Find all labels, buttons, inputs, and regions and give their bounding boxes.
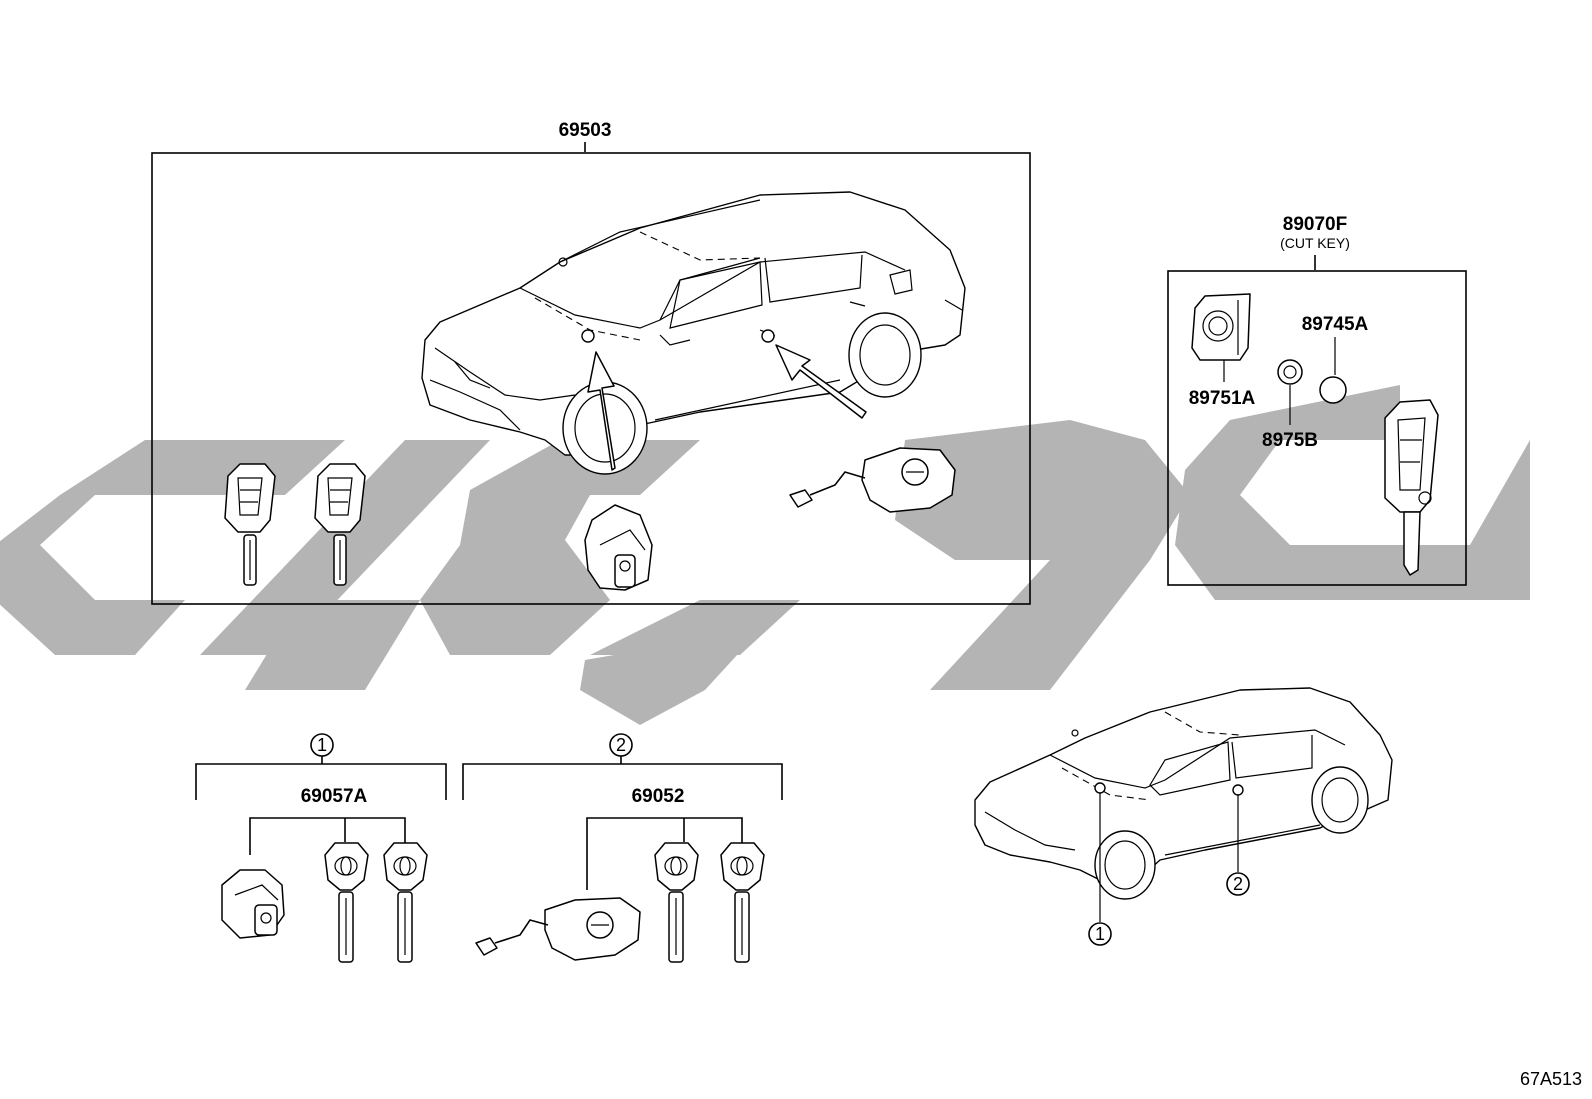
cut-key-label: 89070F	[1283, 214, 1347, 235]
battery-label: 89745A	[1302, 314, 1369, 335]
main-assembly-box	[151, 152, 1031, 605]
group-2-callout: 2	[616, 735, 626, 755]
locator-callout-2: 2	[1233, 874, 1243, 894]
cut-key-note: (CUT KEY)	[1280, 235, 1350, 251]
drawing-code: 67A513	[1520, 1069, 1582, 1089]
cut-key-box	[1167, 270, 1467, 586]
main-assembly-group: 69503	[151, 120, 1031, 605]
locator-marker-1	[1094, 782, 1106, 794]
ignition-location-marker	[581, 329, 595, 343]
group-1-callout: 1	[317, 735, 327, 755]
group-2-label: 69052	[632, 786, 685, 807]
flip-key	[1384, 399, 1439, 576]
sedan-illustration-top	[421, 191, 966, 475]
key-g2-b	[720, 842, 765, 963]
key-g1-b	[383, 842, 428, 963]
group-1: 1 69057A	[195, 733, 447, 963]
arrow-to-ignition	[587, 351, 616, 471]
group-1-label: 69057A	[301, 786, 368, 807]
cut-key-group: 89070F (CUT KEY) 89751A 8975B 89745A	[1167, 214, 1467, 586]
ignition-cylinder	[584, 504, 653, 591]
spacer-part	[1277, 359, 1303, 385]
locator-callout-1: 1	[1095, 924, 1105, 944]
door-lock-cylinder-g2	[475, 897, 641, 961]
door-lock-cylinder	[789, 447, 956, 513]
key-cover-label: 89751A	[1189, 388, 1256, 409]
group-2: 2 69052	[462, 733, 783, 963]
battery-part	[1319, 376, 1347, 404]
remote-key-1	[224, 463, 276, 586]
key-g1-a	[324, 842, 369, 963]
key-g2-a	[654, 842, 699, 963]
remote-key-2	[314, 463, 366, 586]
spacer-label: 8975B	[1262, 430, 1318, 451]
key-cover	[1191, 293, 1251, 361]
sedan-illustration-locator: 1 2	[974, 687, 1393, 946]
main-assembly-label: 69503	[559, 120, 612, 141]
ignition-cylinder-g1	[221, 869, 285, 939]
arrow-to-door	[775, 344, 867, 419]
door-lock-location-marker	[761, 329, 775, 343]
locator-marker-2	[1232, 784, 1244, 796]
